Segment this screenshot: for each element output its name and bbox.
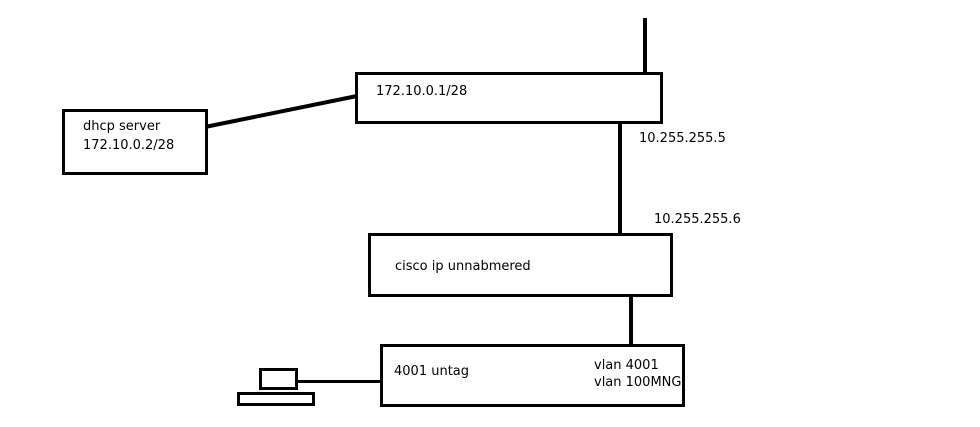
router-box — [355, 72, 663, 124]
router-link-ip: 10.255.255.5 — [639, 131, 726, 146]
cisco-link-ip: 10.255.255.6 — [654, 212, 741, 227]
switch-port-label: 4001 untag — [394, 364, 470, 379]
cisco-label: cisco ip unnabmered — [395, 259, 531, 274]
switch-box — [380, 344, 685, 407]
router-ip-label: 172.10.0.1/28 — [376, 84, 468, 99]
dhcp-router-link — [204, 94, 358, 129]
laptop-screen-icon — [259, 368, 298, 390]
laptop-base-icon — [237, 392, 315, 406]
dhcp-server-box — [62, 109, 208, 175]
dhcp-server-ip: 172.10.0.2/28 — [83, 138, 175, 153]
cisco-box — [368, 233, 673, 297]
router-cisco-link — [618, 122, 622, 239]
uplink-line — [643, 18, 647, 74]
laptop-switch-link — [297, 380, 381, 383]
dhcp-server-name: dhcp server — [83, 119, 161, 134]
switch-vlan-mng: vlan 100MNG — [594, 375, 682, 390]
cisco-switch-link — [629, 295, 633, 347]
switch-vlan-4001: vlan 4001 — [594, 358, 659, 373]
